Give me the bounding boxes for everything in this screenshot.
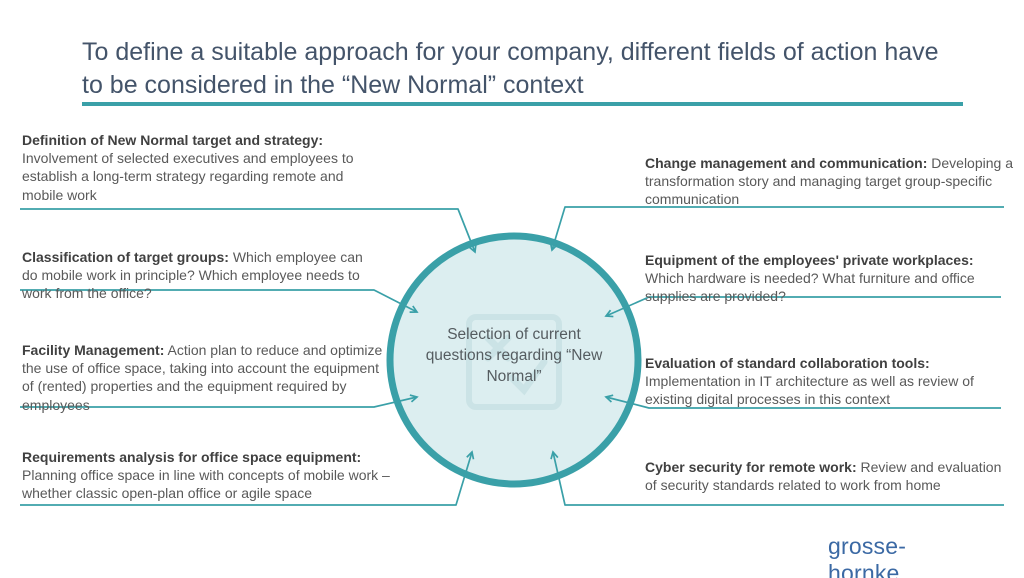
field-facility-label: Facility Management: bbox=[22, 342, 165, 358]
field-requirements-label: Requirements analysis for office space e… bbox=[22, 449, 362, 465]
field-classification: Classification of target groups: Which e… bbox=[22, 248, 380, 303]
title-underline bbox=[82, 102, 963, 106]
field-change-label: Change management and communication: bbox=[645, 155, 928, 171]
connector-requirements bbox=[20, 450, 475, 506]
field-change-text: Developing a transformation story and ma… bbox=[645, 155, 1013, 208]
connector-cyber bbox=[550, 450, 1004, 506]
field-cyber-text: Review and evaluation of security standa… bbox=[645, 459, 1002, 494]
connector-classification bbox=[20, 289, 419, 314]
company-logo: grosse-hornke bbox=[828, 533, 907, 578]
field-definition-label: Definition of New Normal target and stra… bbox=[22, 132, 324, 148]
field-definition: Definition of New Normal target and stra… bbox=[22, 131, 384, 204]
field-equipment-label: Equipment of the employees' private work… bbox=[645, 252, 974, 268]
page-title: To define a suitable approach for your c… bbox=[82, 38, 939, 99]
center-circle bbox=[386, 232, 642, 488]
field-cyber: Cyber security for remote work: Review a… bbox=[645, 458, 1013, 494]
connector-evaluation bbox=[604, 394, 1001, 409]
field-classification-label: Classification of target groups: bbox=[22, 249, 229, 265]
field-cyber-label: Cyber security for remote work: bbox=[645, 459, 857, 475]
connector-equipment bbox=[604, 296, 1001, 318]
field-equipment-text: Which hardware is needed? What furniture… bbox=[645, 270, 975, 305]
checklist-icon bbox=[466, 314, 562, 410]
connector-change bbox=[549, 206, 1004, 252]
field-evaluation: Evaluation of standard collaboration too… bbox=[645, 354, 1013, 409]
field-definition-text: Involvement of selected executives and e… bbox=[22, 150, 354, 203]
field-evaluation-label: Evaluation of standard collaboration too… bbox=[645, 355, 930, 371]
field-equipment: Equipment of the employees' private work… bbox=[645, 251, 1013, 306]
center-circle-label: Selection of current questions regarding… bbox=[425, 326, 603, 385]
field-requirements: Requirements analysis for office space e… bbox=[22, 448, 430, 503]
field-requirements-text: Planning office space in line with conce… bbox=[22, 467, 390, 502]
connector-facility bbox=[20, 394, 419, 408]
field-facility-text: Action plan to reduce and optimize the u… bbox=[22, 342, 383, 413]
field-facility: Facility Management: Action plan to redu… bbox=[22, 341, 384, 414]
field-change: Change management and communication: Dev… bbox=[645, 154, 1013, 209]
field-classification-text: Which employee can do mobile work in pri… bbox=[22, 249, 363, 302]
connector-definition bbox=[20, 208, 477, 254]
field-evaluation-text: Implementation in IT architecture as wel… bbox=[645, 373, 974, 408]
